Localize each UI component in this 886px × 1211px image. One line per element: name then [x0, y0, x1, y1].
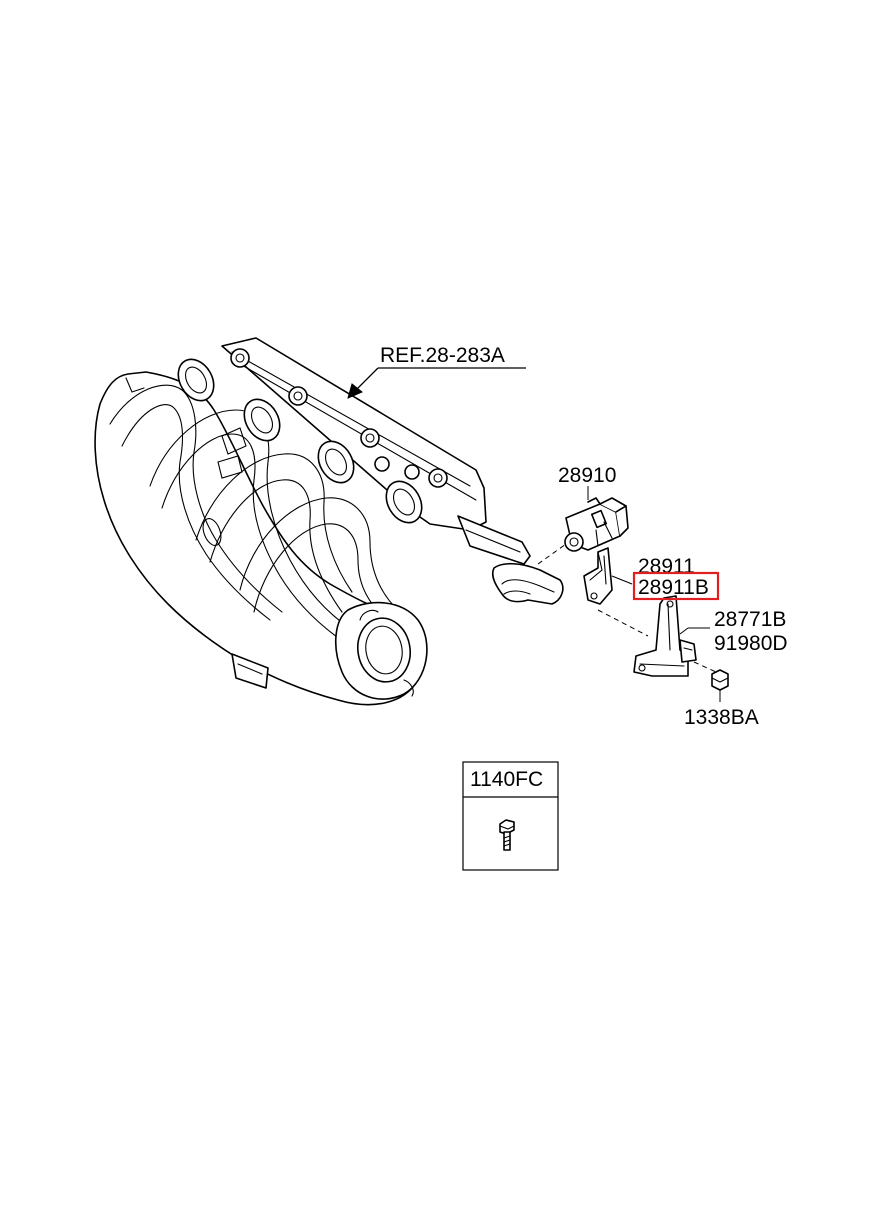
- flange-nut-drawing: [711, 669, 729, 691]
- part-label-28911: 28911: [638, 555, 695, 578]
- part-label-1338ba: 1338BA: [684, 706, 759, 729]
- part-label-91980d: 91980D: [714, 632, 788, 655]
- part-label-28771b: 28771B: [714, 608, 786, 631]
- part-label-28910: 28910: [558, 464, 616, 487]
- ref-label: REF.28-283A: [380, 344, 505, 367]
- bolt-box-label: 1140FC: [470, 768, 543, 791]
- intake-manifold-drawing: [94, 337, 564, 706]
- bolt-icon: [499, 819, 515, 851]
- bracket-stay-drawing: [633, 595, 697, 677]
- bolt-callout-box: 1140FC: [462, 761, 559, 871]
- valve-bracket-drawing: [583, 547, 613, 605]
- highlight-box: [632, 571, 720, 601]
- part-label-28911b[interactable]: 28911B: [638, 576, 709, 599]
- leader-lines: [347, 367, 721, 702]
- purge-valve-drawing: [564, 497, 629, 552]
